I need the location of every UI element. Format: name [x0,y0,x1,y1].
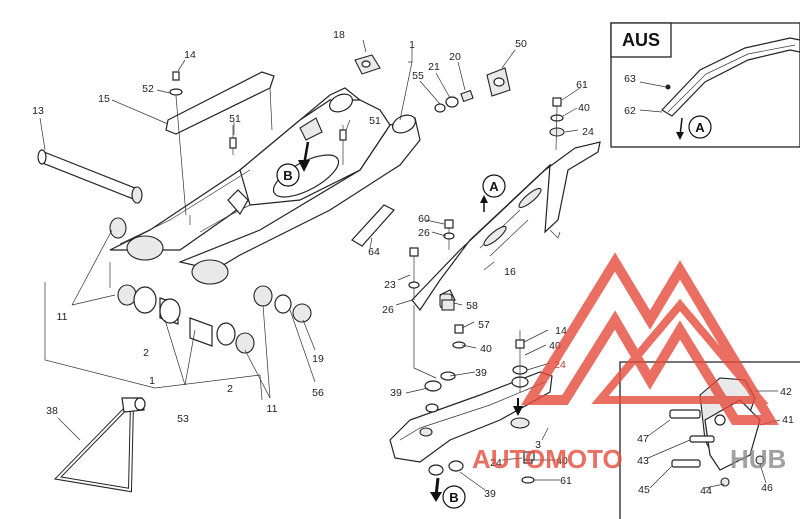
callout-b-top [276,163,300,187]
part-number: 21 [428,61,440,73]
callout-a-inset-text: A [695,120,705,135]
part-number: 51 [229,113,241,125]
part-number: 52 [142,83,154,95]
part-number: 40 [480,343,492,355]
part-number: 43 [637,455,649,467]
part-number: 39 [390,387,402,399]
part-number: 13 [32,105,44,117]
part-number: 57 [478,319,490,331]
callout-a-mid [482,174,506,198]
part-number: 24 [582,126,594,138]
callout-a-mid-text: A [489,179,499,194]
part-number: 1 [149,375,155,387]
part-number: 46 [761,482,773,494]
part-number: 24 [554,359,566,371]
aus-inset: AUS [610,22,800,148]
part-number: 1 [409,39,415,51]
part-number: 45 [638,484,650,496]
part-number: 42 [780,386,792,398]
plate-15 [165,71,275,135]
part-number: 55 [412,70,424,82]
watermark-text-b: HUB [730,444,786,474]
callout-arrows [276,141,523,509]
leader-lines [39,39,413,401]
part-number: 40 [578,102,590,114]
chain-guard-bolts [395,87,581,306]
part-number: 2 [227,383,233,395]
part-numbers: 14 52 15 13 51 51 18 1 55 21 20 50 63 62… [32,29,794,500]
part-number: 14 [555,325,567,337]
part-number: 41 [782,414,794,426]
part-number: 3 [535,439,541,451]
watermark-text-a: AUTOMOTO [472,444,623,474]
part-number: 11 [267,403,278,415]
callout-b-bottom-text: B [449,490,458,505]
part-number: 53 [177,413,189,425]
part-number: 51 [369,115,381,127]
callout-b-bottom [442,485,466,509]
part-number: 63 [624,73,636,85]
part-number: 26 [382,304,394,316]
part-number: 40 [556,455,568,467]
part-number: 64 [368,246,380,258]
sticker-64 [351,204,395,247]
part-number: 58 [466,300,478,312]
small-parts-top [354,49,516,113]
aus-label: AUS [622,30,660,50]
part-number: 20 [449,51,461,63]
part-number: 16 [504,266,516,278]
stand-38 [53,396,146,493]
callout-b-top-text: B [283,168,292,183]
part-number: 56 [312,387,324,399]
part-number: 61 [560,475,572,487]
part-number: 39 [475,367,487,379]
part-number: 39 [484,488,496,500]
part-number: 18 [333,29,345,41]
part-number: 38 [46,405,58,417]
part-number: 40 [549,340,561,352]
part-number: 50 [515,38,527,50]
part-number: 19 [312,353,324,365]
part-number: 62 [624,105,636,117]
part-number: 24 [490,457,502,469]
part-number: 2 [143,347,149,359]
chain-guard-16 [411,141,601,312]
part-number: 15 [98,93,110,105]
part-number: 47 [637,433,649,445]
chain-slider-3 [389,299,560,491]
part-number: 23 [384,279,396,291]
part-number: 61 [576,79,588,91]
bushings-left [109,217,312,354]
watermark: AUTOMOTO HUB [472,252,786,474]
part-number: 26 [418,227,430,239]
bolts-top [169,71,347,216]
axle-13 [37,149,143,204]
part-number: 14 [184,49,196,61]
part-number: 60 [418,213,430,225]
part-number: 11 [57,311,68,323]
part-number: 44 [700,485,712,497]
